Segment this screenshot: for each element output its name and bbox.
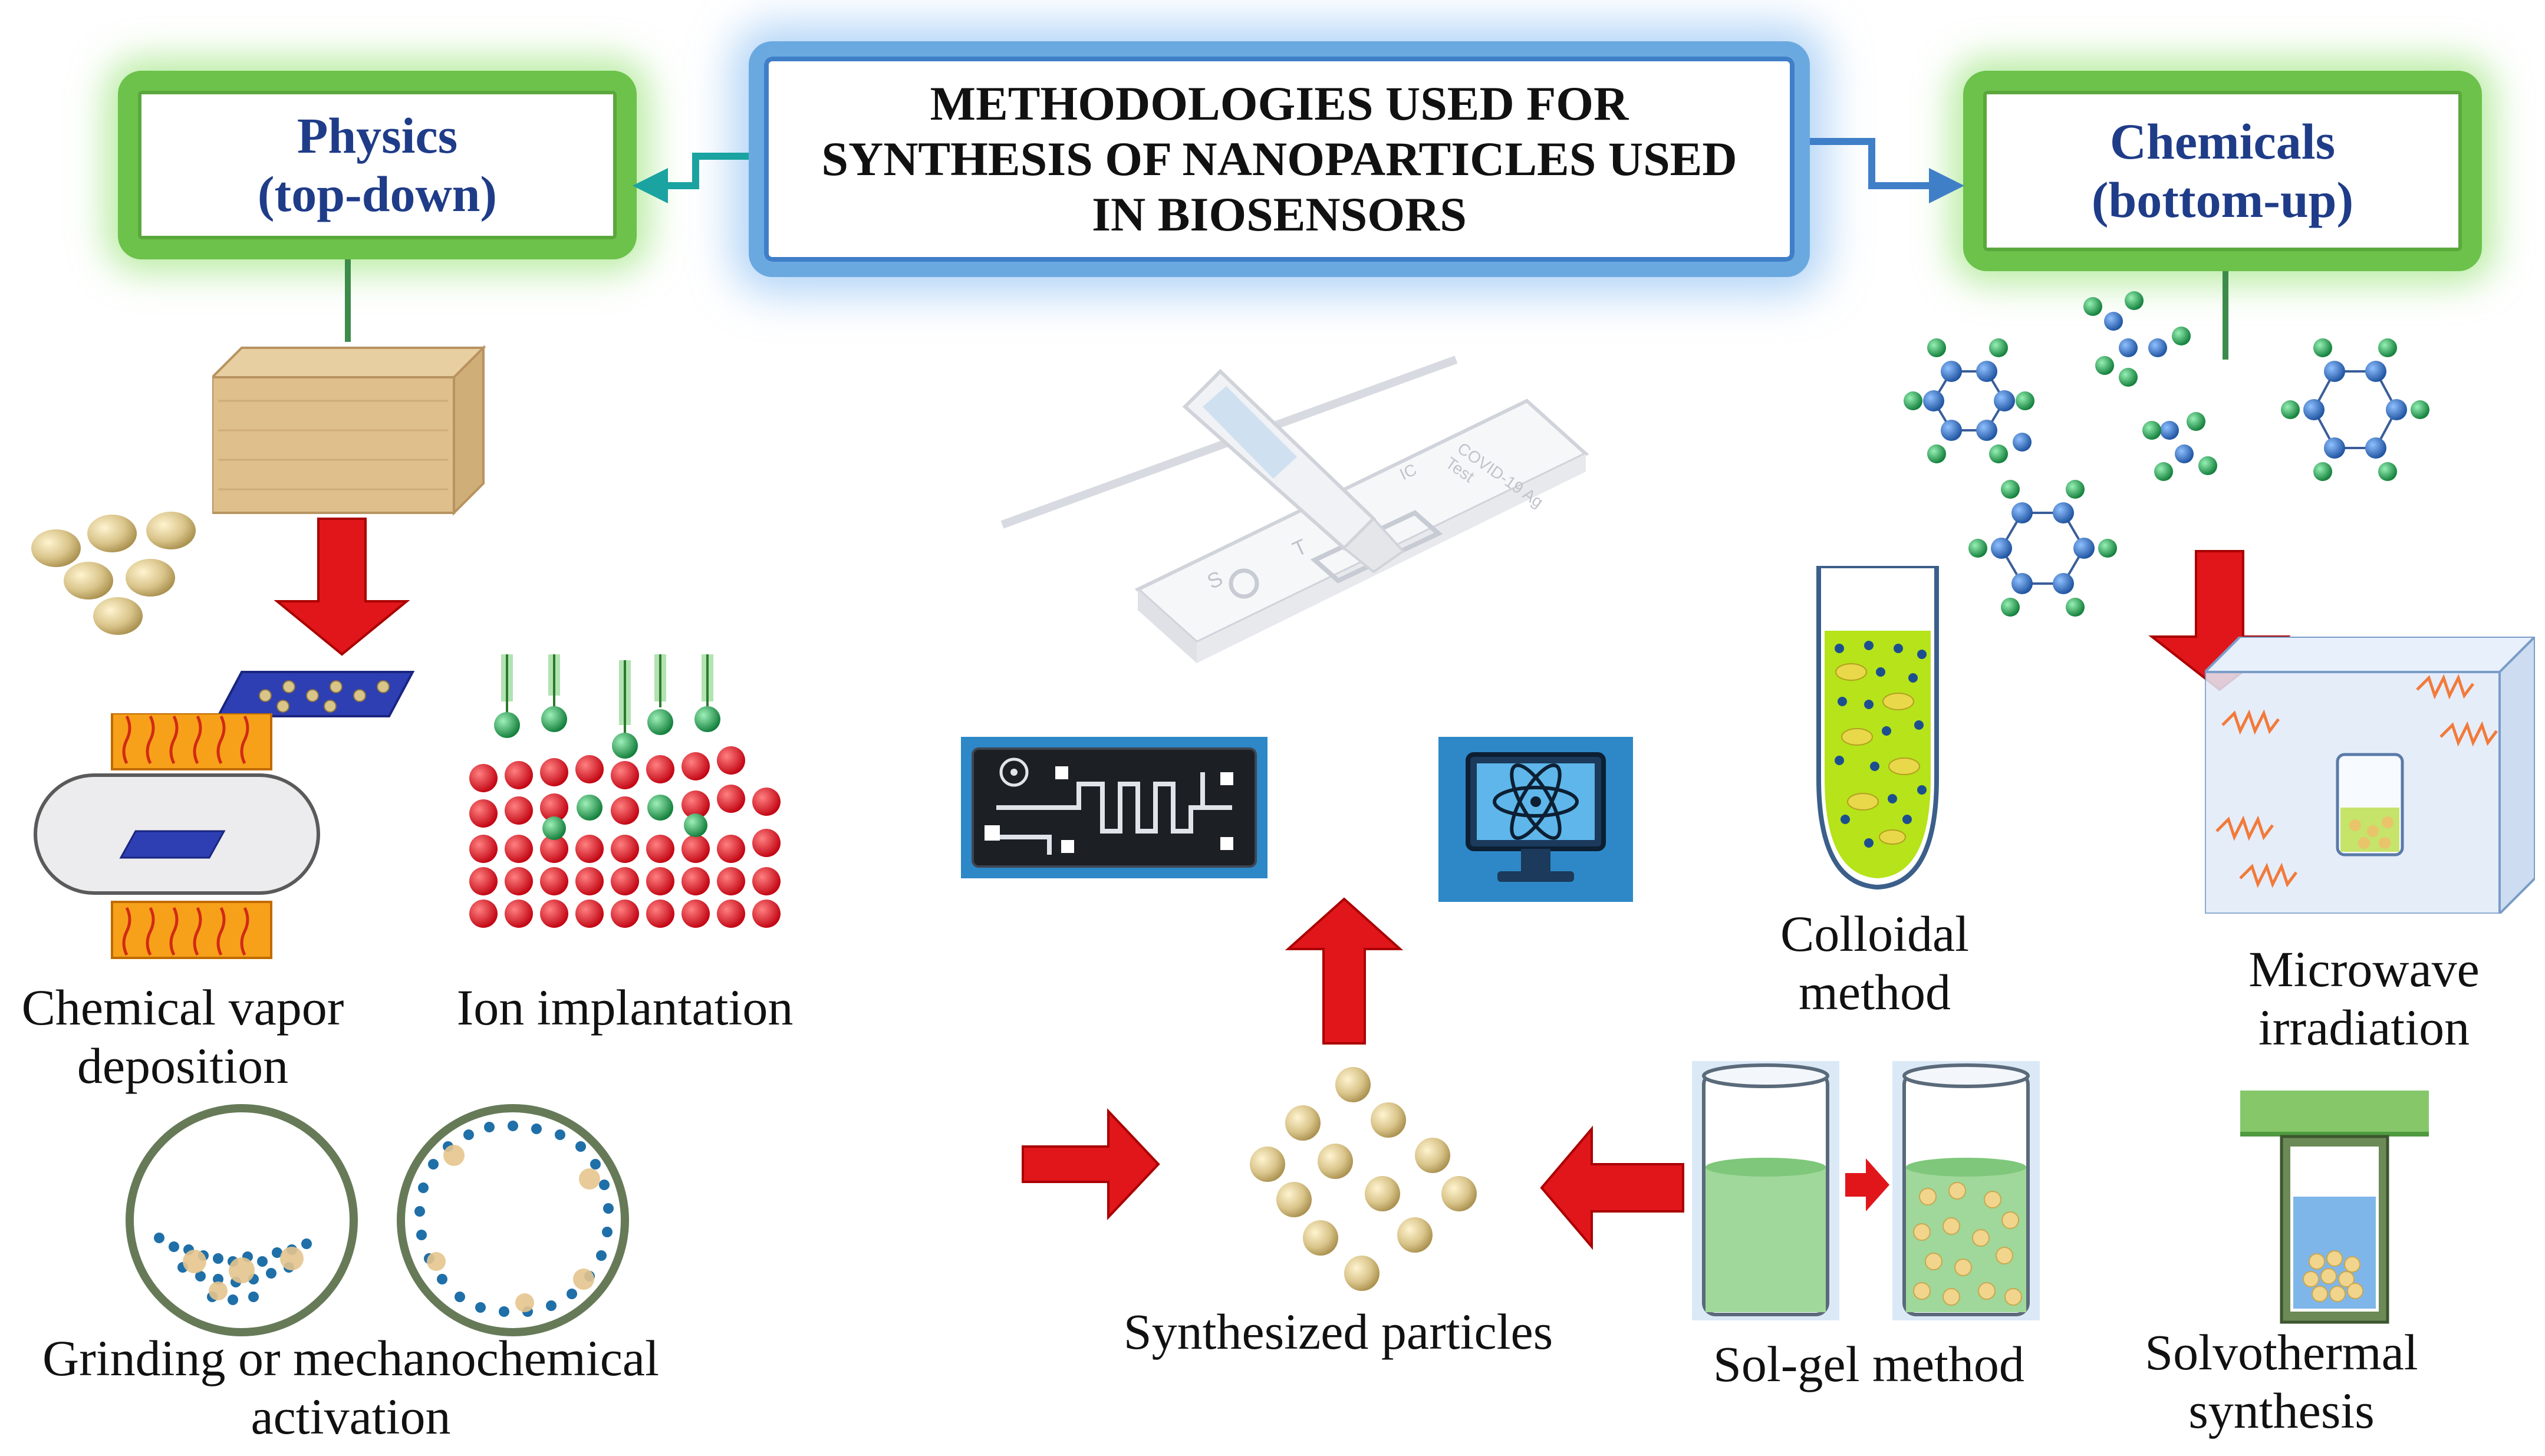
test-tube-icon	[1816, 566, 1939, 890]
label-microwave-line2: irradiation	[2258, 999, 2470, 1056]
connector-title-to-chemicals	[1810, 138, 1964, 203]
label-solvothermal-line1: Solvothermal	[2145, 1324, 2418, 1381]
connector-title-to-physics	[633, 153, 749, 203]
label-solvothermal-line2: synthesis	[2188, 1382, 2375, 1439]
title-line-1: METHODOLOGIES USED FOR	[930, 76, 1629, 130]
label-synthesized: Synthesized particles	[1123, 1303, 1553, 1360]
arrow-up-devices	[1285, 897, 1404, 1045]
substrate-icon	[218, 671, 415, 717]
label-cvd: Chemical vapor deposition	[0, 979, 366, 1095]
ion-implantation-icon	[469, 654, 781, 928]
physics-box: Physics(top-down)	[118, 71, 637, 259]
synthesized-particles-icon	[1250, 1067, 1477, 1291]
chemicals-box: Chemicals(bottom-up)	[1963, 71, 2482, 271]
physics-subtitle: (top-down)	[257, 166, 498, 222]
label-colloidal-line2: method	[1799, 963, 1951, 1020]
arrow-down-physics	[274, 518, 410, 656]
physics-title: Physics	[297, 107, 458, 164]
label-sol-gel: Sol-gel method	[1713, 1336, 2024, 1392]
arrow-right-to-particles	[1022, 1108, 1160, 1221]
label-microwave-line1: Microwave	[2248, 941, 2480, 997]
computer-atom-icon	[1438, 737, 1633, 902]
test-strip-icon: C T S IC COVID-19 Ag Test	[1000, 355, 1589, 663]
label-cvd-line1: Chemical vapor	[21, 979, 344, 1036]
particles-cluster-left	[31, 512, 196, 635]
arrow-left-from-solgel	[1540, 1125, 1684, 1250]
mortar-icon	[126, 1104, 629, 1336]
beaker-icon	[1692, 1061, 2040, 1320]
molecules-icon	[1904, 291, 2429, 617]
label-solvothermal: Solvothermal synthesis	[2122, 1323, 2441, 1440]
title-line-2: SYNTHESIS OF NANOPARTICLES USED	[821, 131, 1737, 186]
wood-block-icon	[212, 345, 486, 516]
label-ion-implantation: Ion implantation	[456, 979, 794, 1036]
label-grinding-line1: Grinding or mechanochemical	[42, 1330, 659, 1386]
autoclave-icon	[2240, 1091, 2429, 1324]
label-grinding: Grinding or mechanochemical activation	[12, 1329, 690, 1446]
label-cvd-line2: deposition	[77, 1037, 289, 1094]
label-colloidal-line1: Colloidal	[1780, 905, 1970, 962]
microfluidic-chip-icon	[961, 737, 1267, 878]
chemicals-subtitle: (bottom-up)	[2091, 172, 2354, 228]
title-line-3: IN BIOSENSORS	[1092, 187, 1467, 242]
cvd-chamber-icon	[34, 713, 320, 959]
arrow-right-solgel-small	[1845, 1158, 1889, 1211]
label-microwave: Microwave irradiation	[2223, 940, 2506, 1057]
chemicals-title: Chemicals	[2109, 113, 2336, 170]
label-colloidal: Colloidal method	[1757, 905, 1993, 1022]
microwave-box-icon	[2205, 637, 2535, 914]
label-grinding-line2: activation	[251, 1388, 451, 1445]
